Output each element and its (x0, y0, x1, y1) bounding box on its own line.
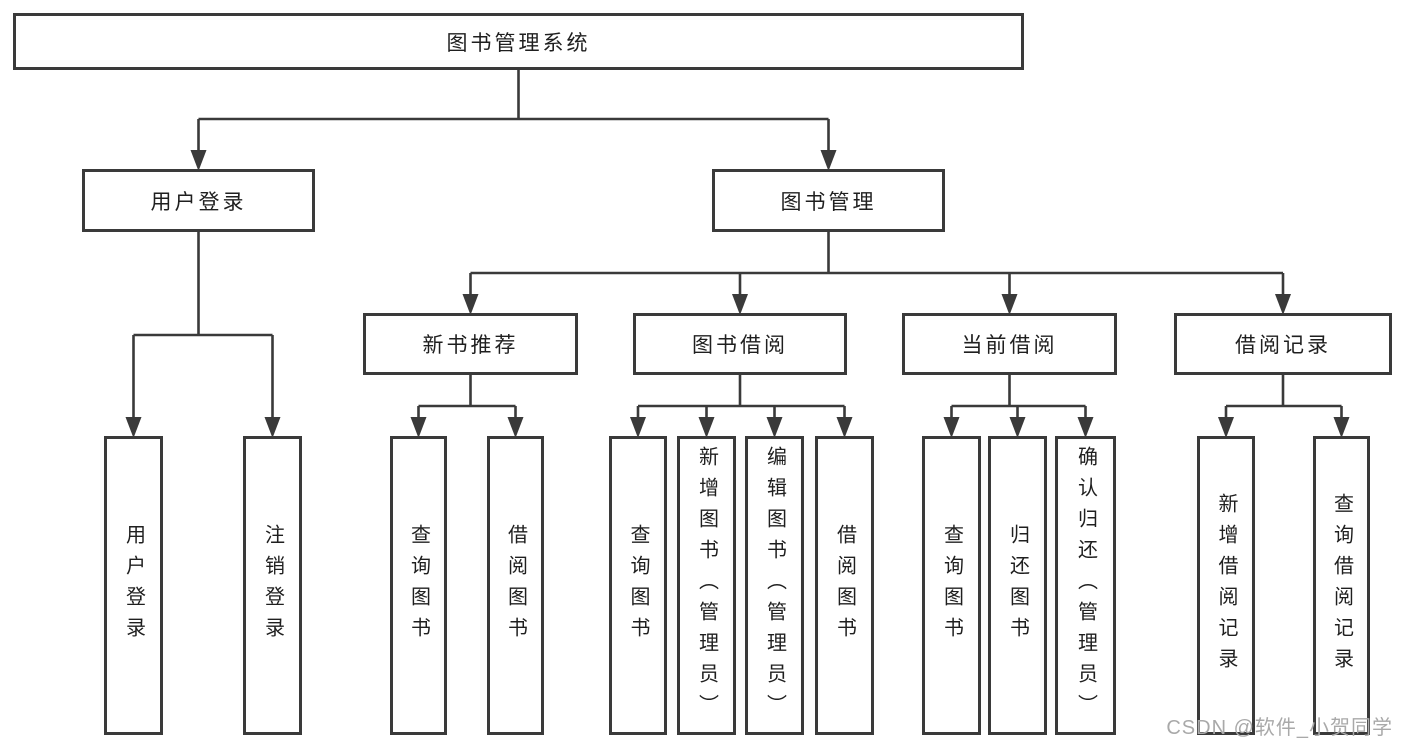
arrowhead-icon (1218, 417, 1234, 438)
node-add-books-admin: 新增图书（管理员） (677, 436, 736, 735)
arrowhead-icon (698, 417, 715, 438)
node-user-login-leaf: 用户登录 (104, 436, 163, 735)
node-user-login: 用户登录 (82, 169, 315, 232)
connector-root (190, 70, 837, 171)
node-borrow-records: 借阅记录 (1174, 313, 1392, 375)
node-borrow-books-1: 借阅图书 (487, 436, 544, 735)
arrowhead-icon (190, 150, 207, 171)
node-query-books-1: 查询图书 (390, 436, 447, 735)
arrowhead-icon (264, 417, 281, 438)
connector-new-book-rec (410, 375, 524, 438)
connector-borrow-record (1218, 375, 1350, 438)
arrowhead-icon (125, 417, 142, 438)
arrowhead-icon (836, 417, 853, 438)
connector-user-login (125, 232, 281, 438)
arrowhead-icon (1001, 294, 1018, 315)
arrowhead-icon (1333, 417, 1350, 438)
connector-current-borrow (943, 375, 1094, 438)
arrowhead-icon (630, 417, 646, 438)
arrowhead-icon (410, 417, 427, 438)
connector-book-borrow (630, 375, 853, 438)
node-edit-books-admin: 编辑图书（管理员） (745, 436, 804, 735)
node-current-borrowing: 当前借阅 (902, 313, 1117, 375)
arrowhead-icon (1275, 294, 1291, 315)
node-query-borrow-record: 查询借阅记录 (1313, 436, 1370, 735)
node-query-books-3: 查询图书 (922, 436, 981, 735)
node-query-books-2: 查询图书 (609, 436, 667, 735)
node-book-borrowing: 图书借阅 (633, 313, 847, 375)
arrowhead-icon (943, 417, 960, 438)
node-book-management: 图书管理 (712, 169, 945, 232)
node-library-management-system: 图书管理系统 (13, 13, 1024, 70)
arrowhead-icon (820, 150, 837, 171)
connector-book-mgmt (462, 232, 1291, 315)
arrowhead-icon (1077, 417, 1094, 438)
arrowhead-icon (1009, 417, 1026, 438)
arrowhead-icon (507, 417, 524, 438)
node-return-books: 归还图书 (988, 436, 1047, 735)
node-logout: 注销登录 (243, 436, 302, 735)
node-new-book-recommend: 新书推荐 (363, 313, 578, 375)
arrowhead-icon (462, 294, 479, 315)
node-confirm-return-admin: 确认归还（管理员） (1055, 436, 1116, 735)
node-add-borrow-record: 新增借阅记录 (1197, 436, 1255, 735)
node-borrow-books-2: 借阅图书 (815, 436, 874, 735)
arrowhead-icon (766, 417, 783, 438)
watermark: CSDN @软件_小贺同学 (1166, 717, 1393, 739)
arrowhead-icon (732, 294, 748, 315)
